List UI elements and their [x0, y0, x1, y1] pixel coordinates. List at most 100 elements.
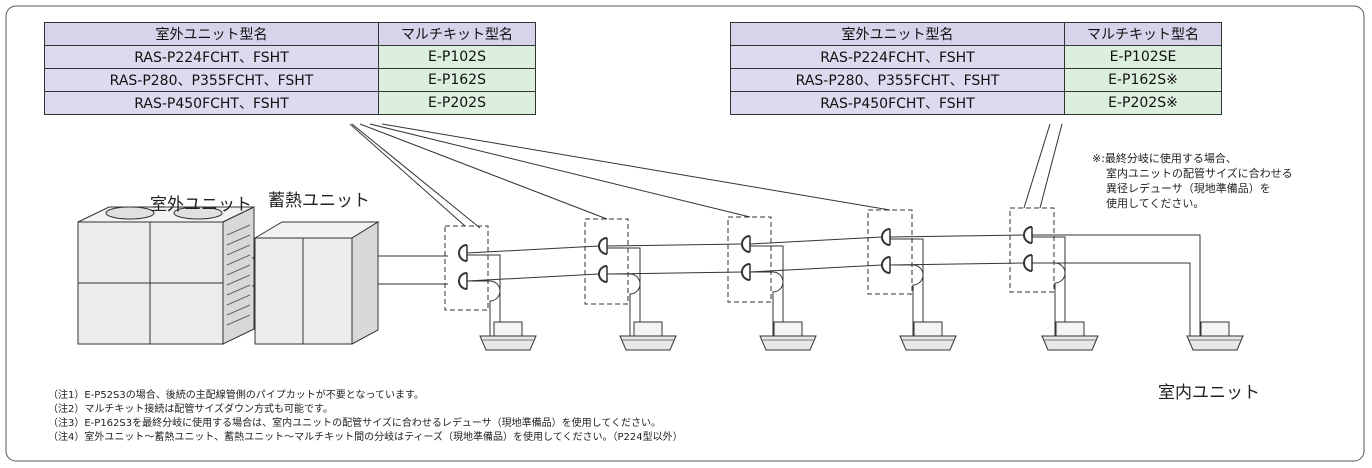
drop-pipe	[1032, 236, 1066, 338]
multikit-box	[1009, 207, 1055, 293]
main-pipe	[749, 236, 883, 245]
vent-slat	[226, 274, 251, 286]
main-pipe	[606, 243, 743, 247]
footnote: （注1）E-P52S3の場合、後続の主配線管側のパイプカットが不要となっています…	[48, 390, 424, 401]
asterisk-note-line: 室内ユニットの配管サイズに合わせる	[1106, 167, 1293, 180]
outdoor-model-cell: RAS-P450FCHT、FSHT	[730, 91, 1065, 115]
outdoor-unit-side	[222, 206, 255, 345]
branch-fitting	[458, 272, 468, 290]
indoor-unit-panel	[1041, 335, 1099, 351]
table-header: 室外ユニット型名	[44, 22, 379, 46]
indoor-unit-panel	[899, 335, 957, 351]
asterisk-note-line: ※:最終分岐に使用する場合、	[1092, 152, 1237, 165]
vent-slat	[226, 234, 251, 246]
branch-fitting	[881, 228, 891, 246]
outdoor-model-cell: RAS-P280、P355FCHT、FSHT	[44, 68, 379, 92]
outdoor-model-cell: RAS-P280、P355FCHT、FSHT	[730, 68, 1065, 92]
table-row: RAS-P224FCHT、FSHT E-P102SE	[730, 45, 1222, 69]
footnotes: （注1）E-P52S3の場合、後続の主配線管側のパイプカットが不要となっています…	[48, 389, 683, 445]
leader-line	[359, 123, 608, 220]
outer-frame	[5, 5, 1365, 462]
vent-slat	[226, 294, 251, 306]
table-row: RAS-P224FCHT、FSHT E-P102S	[44, 45, 536, 69]
table-row: RAS-P280、P355FCHT、FSHT E-P162S	[44, 68, 536, 92]
table-header: マルチキット型名	[378, 22, 536, 46]
indoor-unit-body	[913, 321, 943, 337]
branch-fitting	[1023, 226, 1033, 244]
vent-slat	[226, 254, 251, 266]
right-model-table: 室外ユニット型名 マルチキット型名 RAS-P224FCHT、FSHT E-P1…	[730, 22, 1222, 115]
footnote: （注2）マルチキット接続は配管サイズダウン方式も可能です。	[48, 404, 334, 415]
table-row: RAS-P450FCHT、FSHT E-P202S	[44, 91, 536, 115]
drop-pipe	[890, 264, 924, 338]
multikit-box	[727, 216, 772, 303]
leader-line	[1039, 123, 1063, 209]
footnote: （注3）E-P162S3を最終分岐に使用する場合は、室内ユニットの配管サイズに合…	[48, 418, 662, 429]
indoor-unit-panel	[479, 335, 537, 351]
main-pipe	[466, 273, 600, 282]
indoor-unit-body	[633, 321, 663, 337]
outdoor-model-cell: RAS-P450FCHT、FSHT	[44, 91, 379, 115]
main-pipe	[749, 264, 883, 273]
outdoor-unit-label: 室外ユニット	[150, 195, 252, 215]
leader-line	[369, 123, 751, 218]
indoor-unit-body	[773, 321, 803, 337]
multikit-model-cell: E-P102SE	[1064, 45, 1222, 69]
multikit-model-cell: E-P102S	[378, 45, 536, 69]
drop-pipe	[467, 254, 501, 338]
vent-slat	[226, 314, 251, 326]
left-model-table: 室外ユニット型名 マルチキット型名 RAS-P224FCHT、FSHT E-P1…	[44, 22, 536, 115]
indoor-unit-panel	[759, 335, 817, 351]
outdoor-model-cell: RAS-P224FCHT、FSHT	[730, 45, 1065, 69]
leader-line	[349, 123, 466, 227]
branch-fitting	[598, 265, 608, 283]
leader-line	[1023, 123, 1051, 209]
drop-pipe	[1032, 262, 1066, 338]
asterisk-note-line: 異径レデューサ（現地準備品）を	[1106, 182, 1271, 195]
drop-pipe	[750, 271, 784, 338]
table-header: マルチキット型名	[1064, 22, 1222, 46]
main-pipe	[466, 245, 600, 254]
multikit-box	[444, 225, 489, 311]
branch-fitting	[881, 256, 891, 274]
main-pipe	[889, 234, 1025, 238]
table-row: RAS-P450FCHT、FSHT E-P202S※	[730, 91, 1222, 115]
drop-pipe	[750, 245, 784, 338]
leader-line	[381, 123, 891, 211]
drop-pipe	[607, 273, 641, 338]
vent-slat	[226, 244, 251, 256]
fan-icon	[173, 206, 223, 220]
indoor-unit-body	[493, 321, 523, 337]
storage-unit-side	[351, 221, 379, 345]
table-header: 室外ユニット型名	[730, 22, 1065, 46]
footnote: （注4）室外ユニット〜蓄熱ユニット、蓄熱ユニット〜マルチキット間の分岐はティーズ…	[48, 432, 683, 443]
branch-fitting	[458, 244, 468, 262]
indoor-unit-panel	[1186, 335, 1244, 351]
vent-slat	[226, 264, 251, 276]
multikit-model-cell: E-P162S	[378, 68, 536, 92]
vent-slat	[226, 284, 251, 296]
drop-pipe	[467, 280, 501, 338]
indoor-unit-label: 室内ユニット	[1158, 383, 1260, 403]
branch-fitting	[741, 263, 751, 281]
main-pipe	[1032, 234, 1201, 338]
asterisk-note-line: 使用してください。	[1106, 197, 1205, 210]
drop-pipe	[890, 238, 924, 338]
branch-fitting	[1023, 254, 1033, 272]
multikit-model-cell: E-P162S※	[1064, 68, 1222, 92]
outdoor-model-cell: RAS-P224FCHT、FSHT	[44, 45, 379, 69]
multikit-box	[867, 209, 913, 295]
branch-fitting	[741, 235, 751, 253]
vent-slat	[226, 304, 251, 316]
storage-unit-label: 蓄熱ユニット	[268, 191, 370, 211]
indoor-unit-panel	[619, 335, 677, 351]
main-pipe	[1032, 262, 1191, 338]
fan-icon	[105, 206, 155, 220]
indoor-unit-body	[1200, 321, 1230, 337]
table-row: RAS-P280、P355FCHT、FSHT E-P162S※	[730, 68, 1222, 92]
indoor-unit-body	[1055, 321, 1085, 337]
vent-slat	[226, 224, 251, 236]
multikit-model-cell: E-P202S	[378, 91, 536, 115]
